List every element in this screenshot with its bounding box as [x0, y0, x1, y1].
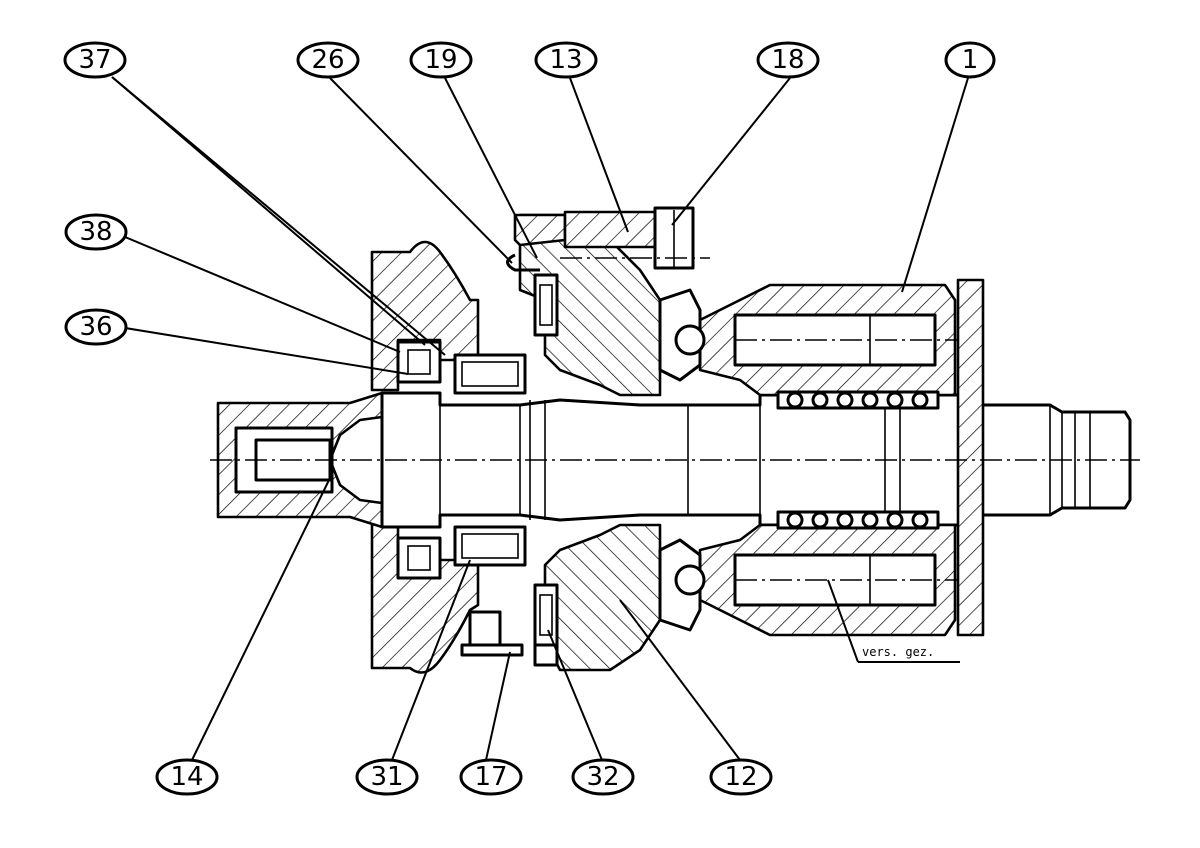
balloon-1-label: 1	[962, 45, 979, 75]
balloon-13-outline	[534, 41, 598, 79]
balloon-37: 37	[63, 41, 127, 79]
balloon-14: 14	[155, 758, 219, 796]
balloon-26-label: 26	[311, 45, 344, 75]
balloon-32-outline	[571, 758, 635, 796]
swash-plate-lower	[543, 523, 662, 672]
balloon-31-label: 31	[370, 762, 403, 792]
balloon-17-outline	[459, 758, 523, 796]
pin-32	[533, 583, 559, 647]
balloon-37-outline	[63, 41, 127, 79]
balloon-14-label: 14	[170, 762, 203, 792]
balloon-38-outline	[64, 213, 128, 251]
balloon-36-outline	[64, 308, 128, 346]
balloon-17-label: 17	[474, 762, 507, 792]
balloon-18-outline	[756, 41, 820, 79]
balloon-31-outline	[355, 758, 419, 796]
balloon-19-label: 19	[424, 45, 457, 75]
balloon-1-outline	[944, 41, 996, 79]
balloon-31: 31	[355, 758, 419, 796]
balloon-26-outline	[296, 41, 360, 79]
pin-19	[533, 273, 559, 337]
balloon-36: 36	[64, 308, 128, 346]
balloon-13-label: 13	[549, 45, 582, 75]
balloon-12: 12	[709, 758, 773, 796]
port-plate	[956, 278, 985, 637]
bearing-upper	[453, 353, 527, 395]
leader-lines	[111, 76, 969, 761]
shaft-seal-upper	[396, 340, 442, 384]
return-spring	[776, 390, 940, 530]
balloon-12-label: 12	[724, 762, 757, 792]
bearing-lower	[453, 525, 527, 567]
annotation-vers-gez: vers. gez.	[862, 645, 934, 659]
balloon-14-outline	[155, 758, 219, 796]
balloon-37-label: 37	[78, 45, 111, 75]
bolt-17	[468, 610, 502, 649]
balloon-38-label: 38	[79, 217, 112, 247]
balloon-17: 17	[459, 758, 523, 796]
balloon-18: 18	[756, 41, 820, 79]
balloon-26: 26	[296, 41, 360, 79]
balloon-1: 1	[944, 41, 996, 79]
balloon-32-label: 32	[586, 762, 619, 792]
balloon-18-label: 18	[771, 45, 804, 75]
balloon-19: 19	[409, 41, 473, 79]
balloon-19-outline	[409, 41, 473, 79]
balloon-13: 13	[534, 41, 598, 79]
shaft-seal-lower	[396, 536, 442, 580]
clip-26	[506, 253, 540, 272]
actuator-block	[563, 210, 662, 249]
balloon-38: 38	[64, 213, 128, 251]
balloon-36-label: 36	[79, 312, 112, 342]
balloon-12-outline	[709, 758, 773, 796]
assembly-geometry	[210, 206, 1140, 674]
balloon-32: 32	[571, 758, 635, 796]
